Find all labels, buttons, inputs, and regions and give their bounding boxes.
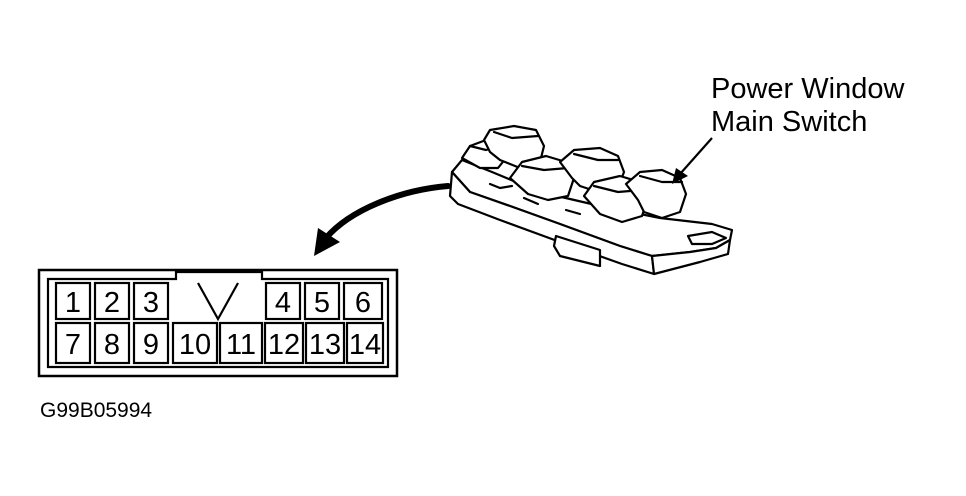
pin-number: 7 (65, 329, 81, 361)
pin-cell-7 (54, 321, 92, 365)
connector-key-mark (197, 282, 239, 322)
pin-number: 3 (143, 287, 159, 319)
pin-cell-5 (303, 281, 341, 321)
part-label-line2: Main Switch (711, 106, 867, 138)
pin-number: 13 (309, 329, 341, 361)
part-label-line1: Power Window (711, 73, 905, 105)
pin-number: 5 (314, 287, 330, 319)
pin-number: 6 (355, 287, 371, 319)
pin-number: 10 (179, 329, 211, 361)
pin-cell-6 (342, 281, 384, 321)
power-window-switch-illustration (448, 124, 734, 276)
pin-number: 8 (104, 329, 120, 361)
pin-number: 4 (275, 287, 291, 319)
pin-cell-14 (345, 321, 385, 365)
pin-number: 1 (65, 287, 81, 319)
pin-cell-9 (132, 321, 170, 365)
part-label: Power Window Main Switch (711, 73, 905, 138)
pin-cell-12 (263, 321, 305, 365)
pin-number: 12 (268, 329, 300, 361)
connector-face: 1 2 3 4 5 6 7 8 9 10 11 12 13 14 (37, 268, 399, 378)
pin-number: 14 (349, 329, 381, 361)
pin-cell-3 (132, 281, 170, 321)
pin-cell-4 (264, 281, 302, 321)
pin-cell-2 (93, 281, 131, 321)
figure-code: G99B05994 (40, 399, 152, 422)
pin-cell-13 (304, 321, 346, 365)
pin-number: 2 (104, 287, 120, 319)
pin-cell-10 (171, 321, 219, 365)
pin-number: 11 (226, 329, 256, 361)
pin-cell-11 (218, 321, 264, 365)
pin-cell-8 (93, 321, 131, 365)
connector-pointer-arrow (314, 183, 451, 256)
pin-cell-1 (54, 281, 92, 321)
pin-number: 9 (143, 329, 159, 361)
label-leader-line (672, 137, 713, 184)
